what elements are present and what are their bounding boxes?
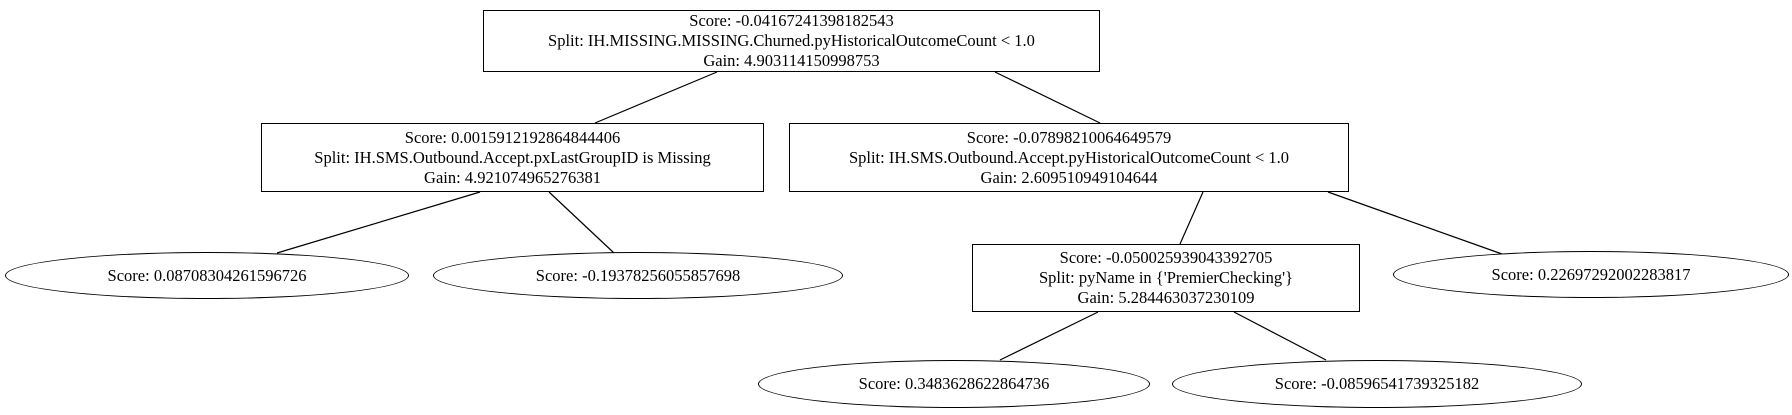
- tree-node-root: Score: -0.04167241398182543 Split: IH.MI…: [483, 10, 1100, 72]
- node-score-line: Score: -0.050025939043392705: [1059, 248, 1273, 267]
- node-score-line: Score: 0.22697292002283817: [1491, 264, 1691, 284]
- tree-leaf-left-left: Score: 0.08708304261596726: [5, 252, 409, 299]
- node-score-line: Score: -0.04167241398182543: [689, 11, 894, 30]
- edge-l-ll: [276, 191, 481, 254]
- node-score-line: Score: -0.08596541739325182: [1274, 374, 1480, 393]
- node-score-line: Score: 0.08708304261596726: [107, 265, 307, 285]
- edge-r-rr: [1327, 191, 1503, 255]
- edge-l-lr: [548, 191, 615, 254]
- edge-r-rl: [1179, 191, 1204, 245]
- node-score-line: Score: -0.19378256055857698: [535, 265, 741, 285]
- tree-node-right: Score: -0.07898210064649579 Split: IH.SM…: [789, 123, 1349, 192]
- node-split-line: Split: pyName in {'PremierChecking'}: [1038, 268, 1294, 287]
- node-split-line: Split: IH.SMS.Outbound.Accept.pxLastGrou…: [314, 147, 711, 167]
- tree-node-right-left: Score: -0.050025939043392705 Split: pyNa…: [972, 244, 1360, 312]
- edge-root-l: [594, 71, 718, 124]
- node-gain-line: Gain: 5.284463037230109: [1077, 288, 1255, 307]
- node-score-line: Score: -0.07898210064649579: [966, 127, 1172, 147]
- tree-node-left: Score: 0.0015912192864844406 Split: IH.S…: [261, 123, 764, 192]
- tree-leaf-left-right: Score: -0.19378256055857698: [433, 252, 843, 299]
- tree-leaf-right-left-left: Score: 0.3483628622864736: [758, 360, 1150, 408]
- node-gain-line: Gain: 4.903114150998753: [703, 51, 880, 70]
- node-split-line: Split: IH.SMS.Outbound.Accept.pyHistoric…: [848, 147, 1290, 167]
- node-gain-line: Gain: 4.921074965276381: [424, 167, 601, 187]
- node-split-line: Split: IH.MISSING.MISSING.Churned.pyHist…: [548, 31, 1035, 50]
- edge-rl-rlr: [1233, 311, 1327, 361]
- edge-rl-rll: [999, 311, 1099, 361]
- node-score-line: Score: 0.3483628622864736: [858, 374, 1050, 393]
- tree-leaf-right-right: Score: 0.22697292002283817: [1393, 251, 1789, 298]
- node-score-line: Score: 0.0015912192864844406: [404, 127, 621, 147]
- node-gain-line: Gain: 2.609510949104644: [980, 167, 1158, 187]
- edge-root-r: [994, 71, 1101, 124]
- tree-leaf-right-left-right: Score: -0.08596541739325182: [1172, 360, 1582, 408]
